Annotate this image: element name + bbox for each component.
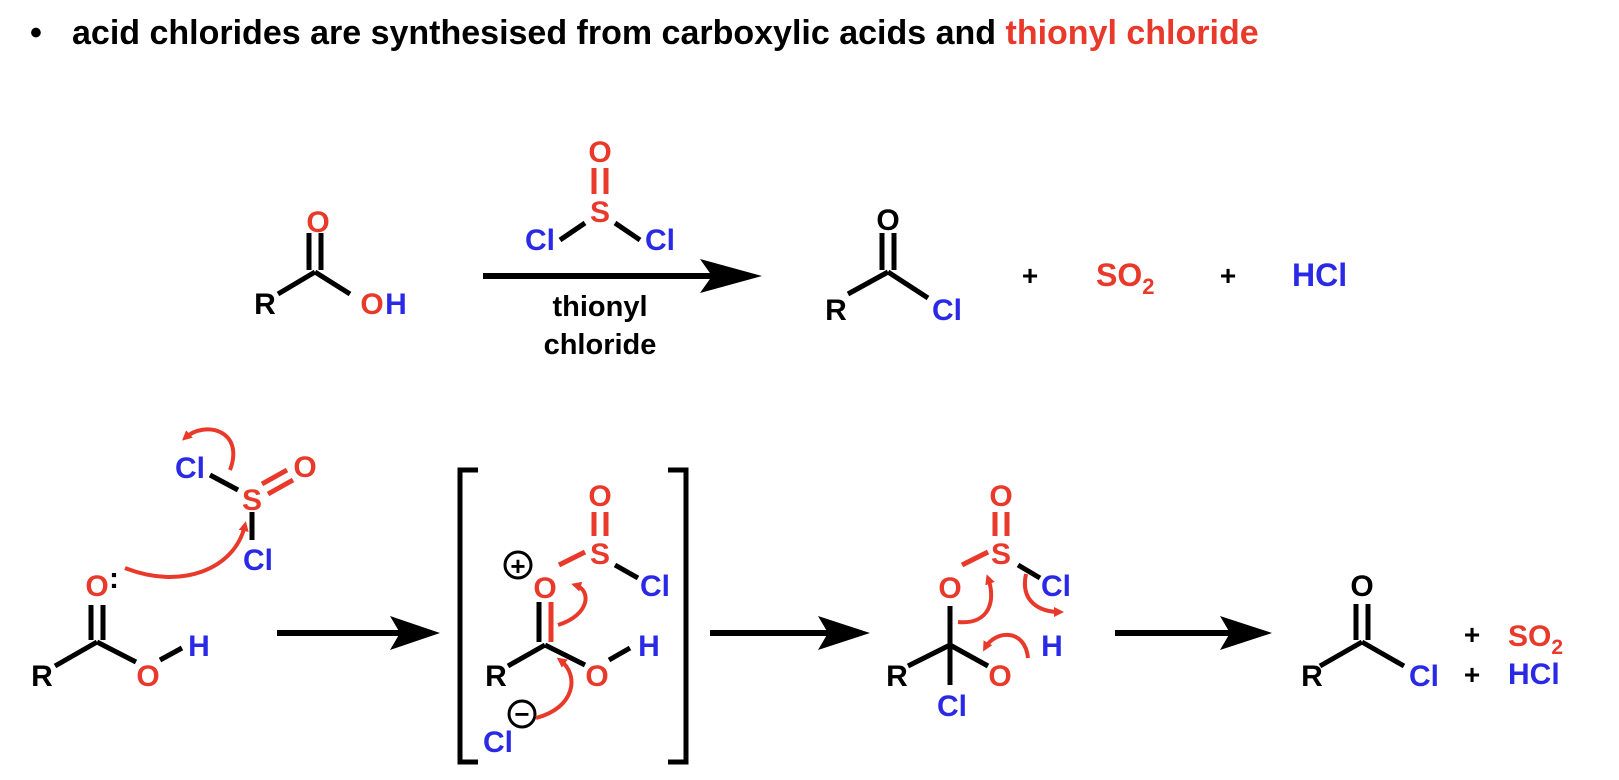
atom-r: R [31,660,53,693]
reagent-line-1: thionyl [552,291,647,323]
curved-arrow [182,427,236,471]
atom-cl: Cl [483,726,513,759]
reaction-arrow [483,259,762,293]
atom-o: O [533,572,556,605]
final-so2: SO2 [1508,620,1563,659]
atom-h: H [385,288,407,321]
hcl-byproduct: HCl [1292,257,1347,293]
atom-cl: Cl [640,570,670,603]
atom-r: R [825,294,847,327]
curved-arrow [983,632,1030,659]
so2-byproduct: SO2 [1096,257,1154,299]
atom-cl: Cl [175,452,205,485]
positive-charge [503,550,533,580]
lone-pair: : [109,562,119,595]
intermediate-brackets [457,467,689,765]
heading-text: acid chlorides are synthesised from carb… [72,14,997,52]
tetrahedral-intermediate [906,562,1042,685]
curved-arrow [1022,573,1064,617]
atom-o: O [306,206,329,239]
atom-o: O [85,570,108,603]
curved-arrow [124,521,249,579]
negative-charge [507,699,537,729]
atom-s: S [242,484,262,517]
atom-cl: Cl [525,224,555,257]
plus-sign: + [1464,659,1480,690]
curved-arrow [557,581,588,627]
reagent-line-2: chloride [544,329,657,361]
carboxylic-acid [276,233,352,297]
atom-r: R [886,660,908,693]
atom-o: O [588,480,611,513]
intermediate-1 [506,562,640,669]
final-hcl: HCl [1508,658,1560,691]
curved-arrow [957,574,995,625]
curved-arrow [535,657,574,720]
plus-sign: + [1022,260,1038,291]
atom-o: O [989,480,1012,513]
atom-o: O [876,204,899,237]
atom-h: H [188,630,210,663]
thionyl-chloride-reagent [591,168,609,194]
heading: • acid chlorides are synthesised from car… [30,14,1259,53]
atom-cl: Cl [932,294,962,327]
positive-charge-sign: + [510,551,525,581]
atom-s: S [590,196,610,229]
plus-sign: + [1464,619,1480,650]
final-acid-chloride [1318,604,1406,669]
bullet: • [30,14,42,52]
atom-h: H [1041,630,1063,663]
atom-cl: Cl [243,544,273,577]
mechanism-acid [53,605,184,669]
plus-sign: + [1220,260,1236,291]
atom-h: H [638,630,660,663]
acid-chloride-product [846,233,930,301]
atom-o: O [988,660,1011,693]
atom-s: S [590,538,610,571]
atom-r: R [254,288,276,321]
mechanism-arrow [710,616,870,650]
atom-cl: Cl [1409,660,1439,693]
atom-r: R [1301,660,1323,693]
atom-o: O [360,288,383,321]
atom-cl: Cl [1041,570,1071,603]
atom-cl: Cl [937,690,967,723]
atom-o: O [585,660,608,693]
atom-o: O [1350,570,1373,603]
mechanism-arrow [277,616,440,650]
atom-o: O [136,660,159,693]
atom-o: O [293,451,316,484]
atom-o: O [938,572,961,605]
atom-cl: Cl [645,224,675,257]
heading-highlight: thionyl chloride [1005,14,1259,52]
negative-charge-sign: − [514,699,529,729]
atom-s: S [991,538,1011,571]
atom-o: O [588,136,611,169]
atom-r: R [485,660,507,693]
mechanism-arrow [1115,616,1272,650]
